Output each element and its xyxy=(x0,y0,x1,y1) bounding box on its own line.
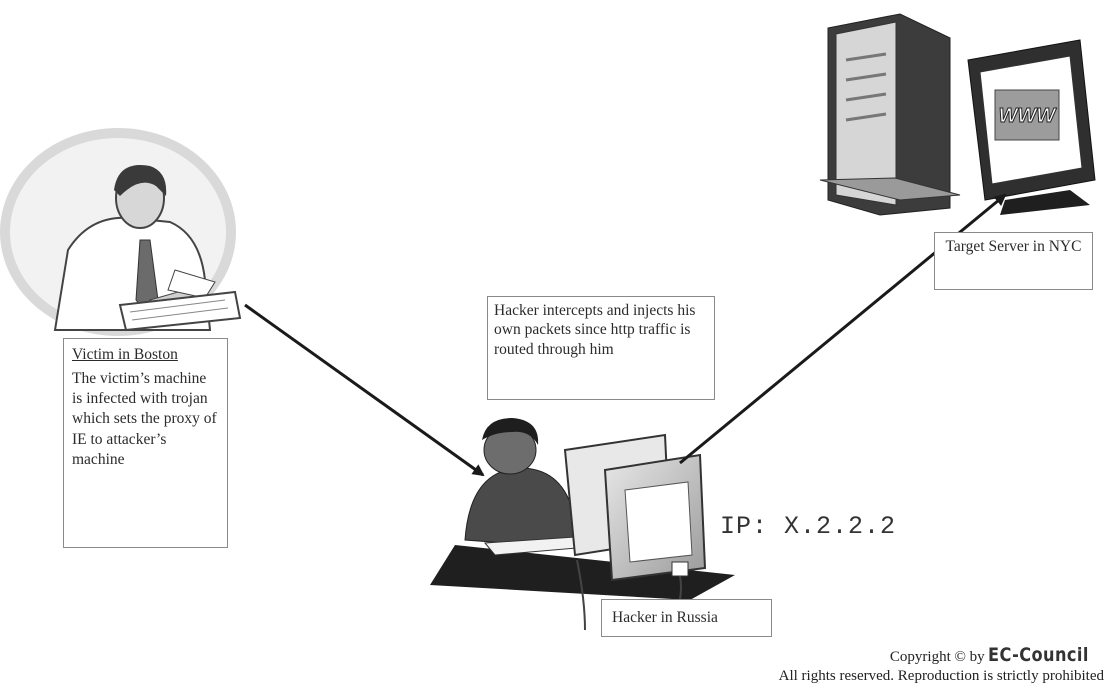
rights-notice: All rights reserved. Reproduction is str… xyxy=(778,668,1104,684)
copyright-line: Copyright © by EC-Council xyxy=(890,644,1107,666)
copyright-prefix: Copyright © by xyxy=(889,649,985,665)
victim-illustration xyxy=(0,128,242,336)
hacker-ip-label: IP: X.2.2.2 xyxy=(720,512,897,541)
hacker-illustration xyxy=(430,418,735,631)
arrow-victim-to-hacker xyxy=(244,303,485,477)
hacker-note-text: Hacker intercepts and injects his own pa… xyxy=(494,302,696,358)
hacker-note-box: Hacker intercepts and injects his own pa… xyxy=(487,296,715,400)
victim-heading: Victim in Boston xyxy=(72,346,178,363)
victim-info-box: Victim in Boston The victim’s machine is… xyxy=(63,338,228,548)
victim-description: The victim’s machine is infected with tr… xyxy=(72,370,217,468)
hacker-label-text: Hacker in Russia xyxy=(612,609,718,626)
hacker-label-box: Hacker in Russia xyxy=(601,599,772,637)
server-illustration: WWW xyxy=(819,13,1096,216)
target-server-label: Target Server in NYC xyxy=(945,238,1082,255)
ec-council-logo-text: EC-Council xyxy=(988,644,1090,666)
target-server-box: Target Server in NYC xyxy=(934,232,1093,290)
screen-www-text: WWW xyxy=(999,105,1058,127)
